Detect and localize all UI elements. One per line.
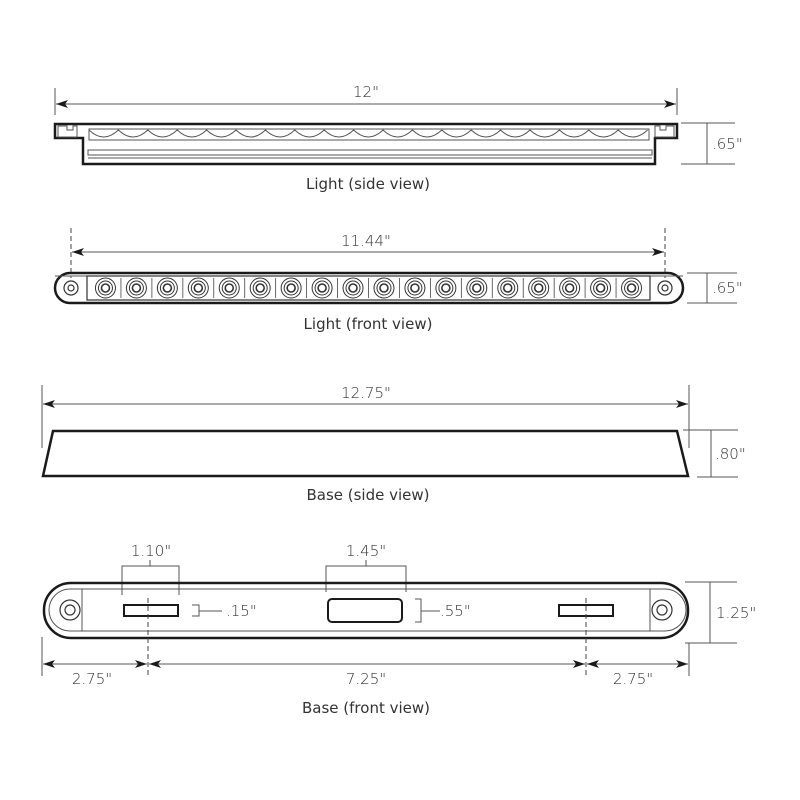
led — [120, 277, 147, 299]
led — [94, 277, 116, 299]
base-profile-outline — [41, 429, 690, 478]
height-dimension-label: .65" — [712, 135, 743, 153]
mounting-hole-inner — [67, 284, 75, 292]
height-dimension-label: .80" — [715, 445, 746, 463]
view-caption: Light (front view) — [304, 315, 433, 333]
mounting-hole-inner — [656, 604, 668, 616]
light-front-view: 11.44" .65" Light (front view) — [53, 228, 743, 333]
led-strip — [86, 275, 651, 301]
led — [522, 277, 550, 299]
base-front-view: 1.10" 1.45" .15" .55" — [41, 542, 756, 717]
light-housing-outline — [53, 122, 679, 166]
right-offset-label: 2.75" — [613, 670, 653, 688]
base-rail — [87, 149, 653, 156]
mounting-hole-left — [63, 280, 79, 296]
width-dimension-label: 12" — [353, 83, 379, 101]
center-cutout — [327, 598, 403, 623]
height-dimension-label: .65" — [712, 279, 743, 297]
led — [491, 277, 519, 299]
led-array — [94, 277, 643, 299]
end-notch-left — [57, 125, 78, 138]
slot-left — [123, 604, 179, 617]
view-caption: Light (side view) — [306, 175, 430, 193]
cutout-height-bracket — [415, 598, 422, 623]
slot-height-label: .15" — [226, 602, 257, 620]
center-span-label: 7.25" — [346, 670, 386, 688]
light-housing-outline — [53, 271, 685, 305]
led — [306, 277, 333, 299]
cutout-height-label: .55" — [440, 602, 471, 620]
left-offset-label: 2.75" — [72, 670, 112, 688]
base-inner-outline — [48, 588, 687, 632]
led — [182, 277, 209, 299]
slot-height-bracket — [192, 604, 200, 617]
slot-width-bracket — [121, 565, 180, 595]
view-caption: Base (front view) — [302, 699, 430, 717]
led — [213, 277, 240, 299]
mounting-hole-right — [657, 280, 673, 296]
mounting-hole-inner — [64, 604, 76, 616]
led — [553, 277, 581, 299]
end-notch-right — [654, 125, 675, 138]
led — [460, 277, 488, 299]
light-side-view: 12" .65" Light (side view) — [53, 83, 743, 193]
cutout-width-label: 1.45" — [346, 542, 386, 560]
led — [584, 277, 612, 299]
cutout-width-bracket — [325, 565, 407, 592]
width-dimension-label: 12.75" — [341, 384, 391, 402]
slot-width-label: 1.10" — [131, 542, 171, 560]
mounting-hole-right — [651, 599, 673, 621]
led — [337, 277, 364, 299]
led — [429, 277, 457, 299]
base-outline — [42, 581, 690, 640]
led — [399, 277, 426, 299]
led — [615, 277, 643, 299]
lens-area — [88, 128, 650, 141]
mounting-hole-left — [59, 599, 81, 621]
led — [244, 277, 271, 299]
led — [368, 277, 395, 299]
width-dimension-label: 11.44" — [341, 232, 391, 250]
mounting-hole-inner — [661, 284, 669, 292]
led-lens-scallops — [88, 129, 648, 138]
led — [275, 277, 302, 299]
base-side-view: 12.75" .80" Base (side view) — [41, 384, 746, 504]
led — [151, 277, 178, 299]
view-caption: Base (side view) — [306, 486, 429, 504]
height-dimension-label: 1.25" — [716, 604, 756, 622]
